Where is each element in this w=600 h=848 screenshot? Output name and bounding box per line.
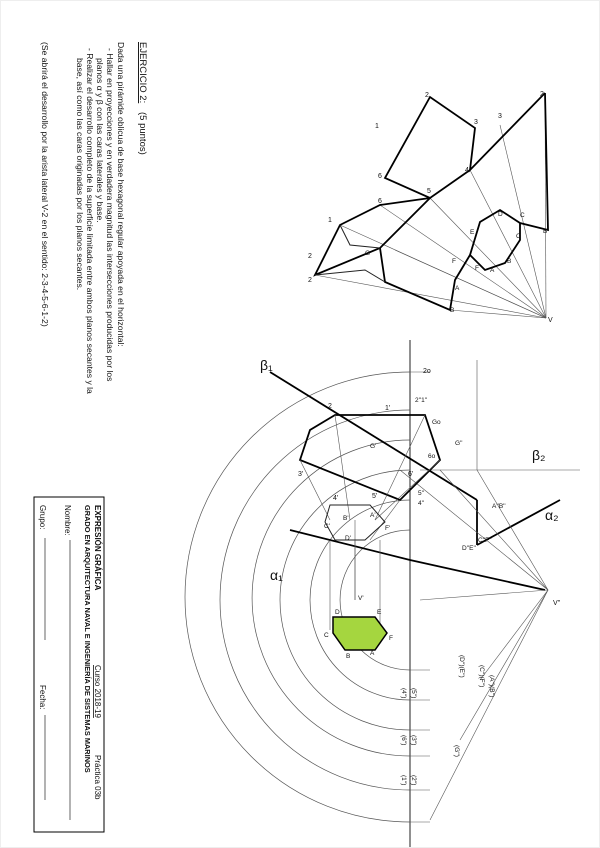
exercise-title: EJERCICIO 2: <box>137 42 148 103</box>
svg-text:B: B <box>507 258 511 265</box>
svg-text:6: 6 <box>378 173 382 180</box>
svg-text:V': V' <box>358 595 364 602</box>
svg-text:(5''): (5'') <box>410 688 417 698</box>
svg-text:(D'')(E''): (D'')(E'') <box>458 655 465 678</box>
title-block-text: EXPRESIÓN GRÁFICA Curso 2018-19 Práctica… <box>38 505 102 800</box>
item-2a: - Realizar el desarrollo completo de la … <box>85 48 95 394</box>
alpha1-label: α₁ <box>270 567 283 583</box>
svg-text:B: B <box>346 653 350 660</box>
svg-text:G': G' <box>370 443 376 450</box>
svg-text:6: 6 <box>378 198 382 205</box>
exercise-points: (5 puntos) <box>137 112 148 155</box>
svg-text:2: 2 <box>308 277 312 284</box>
base-section-fill <box>332 616 388 651</box>
svg-text:6o: 6o <box>428 453 436 460</box>
svg-text:5'': 5'' <box>418 490 424 497</box>
title-course: Curso 2018-19 <box>93 665 102 718</box>
svg-text:B: B <box>450 307 454 314</box>
svg-text:A: A <box>370 650 375 657</box>
svg-text:(1''): (1'') <box>400 775 407 785</box>
alpha2-label: α₂ <box>545 507 559 523</box>
svg-text:1: 1 <box>328 217 332 224</box>
beta1-label: β₁ <box>260 357 273 373</box>
group-label: Grupo: <box>38 505 47 529</box>
item-1a: - Hallar en proyecciones y en verdadera … <box>105 48 115 381</box>
svg-text:A: A <box>490 267 495 274</box>
svg-text:2: 2 <box>328 403 332 410</box>
svg-text:2o: 2o <box>423 368 431 375</box>
svg-text:2: 2 <box>540 91 544 98</box>
svg-text:1: 1 <box>375 123 379 130</box>
svg-text:E: E <box>470 229 475 236</box>
svg-text:F: F <box>389 635 393 642</box>
svg-text:D''E'': D''E'' <box>462 545 476 552</box>
svg-text:(2''): (2'') <box>410 775 417 785</box>
statement-text: Dada una pirámide oblicua de base hexago… <box>116 42 126 347</box>
svg-text:3': 3' <box>298 471 303 478</box>
exercise-statement: EJERCICIO 2: (5 puntos) Dada una pirámid… <box>40 42 148 394</box>
svg-text:A: A <box>455 285 460 292</box>
svg-text:B': B' <box>343 515 349 522</box>
svg-text:5': 5' <box>372 493 377 500</box>
title-block <box>33 496 105 833</box>
svg-text:(C'')(F''): (C'')(F'') <box>478 665 485 687</box>
item-2b: base, así como las caras originadas por … <box>75 58 85 290</box>
svg-text:2''1'': 2''1'' <box>415 397 427 404</box>
svg-text:G: G <box>365 250 370 257</box>
development-drawing: 2 3 3 2 1 6 5 4 6 1 2 2 G D C E C B A F … <box>308 91 553 324</box>
svg-text:(6''): (6'') <box>400 735 407 745</box>
svg-text:C': C' <box>324 523 330 530</box>
svg-text:(4''): (4'') <box>400 688 407 698</box>
svg-text:A''B'': A''B'' <box>492 503 506 510</box>
svg-text:F': F' <box>385 525 390 532</box>
svg-text:C: C <box>516 233 521 240</box>
svg-text:C: C <box>324 632 329 639</box>
svg-text:(3''): (3'') <box>410 735 417 745</box>
title-line1: EXPRESIÓN GRÁFICA <box>93 505 102 591</box>
svg-text:4'': 4'' <box>418 500 424 507</box>
svg-text:(A'')(B''): (A'')(B'') <box>488 675 495 697</box>
svg-text:F: F <box>475 265 479 272</box>
svg-text:3: 3 <box>498 113 502 120</box>
date-label: Fecha: <box>38 685 47 709</box>
note-text: (Se abrirá el desarrollo por la arista l… <box>40 42 50 327</box>
svg-text:4: 4 <box>465 167 469 174</box>
svg-text:2: 2 <box>308 253 312 260</box>
svg-text:B: B <box>543 228 547 235</box>
svg-text:V'': V'' <box>553 600 560 607</box>
svg-text:3: 3 <box>474 119 478 126</box>
svg-text:F: F <box>452 258 456 265</box>
title-practice: Práctica 03b <box>93 755 102 800</box>
svg-text:G'': G'' <box>455 440 463 447</box>
svg-text:C: C <box>520 212 525 219</box>
svg-text:C''F'': C''F'' <box>478 537 492 544</box>
svg-text:D': D' <box>345 535 351 542</box>
projections-drawing: β₁ β₂ α₁ α₂ 2 1' 3' 4' 5' 6' 2o Go G'' 6… <box>184 340 580 848</box>
svg-text:2: 2 <box>425 92 429 99</box>
svg-text:D: D <box>498 211 503 218</box>
svg-text:E: E <box>377 609 382 616</box>
title-line2: GRADO EN ARQUITECTURA NAVAL E INGENIERÍA… <box>83 505 92 773</box>
svg-text:D: D <box>335 609 340 616</box>
svg-text:6': 6' <box>408 471 413 478</box>
svg-text:A': A' <box>370 512 376 519</box>
beta2-label: β₂ <box>532 447 546 463</box>
item-1b: planos α y β con las caras laterales y b… <box>95 58 105 223</box>
name-label: Nombre: <box>63 505 72 536</box>
svg-text:V: V <box>548 317 553 324</box>
svg-text:4': 4' <box>333 495 338 502</box>
svg-text:1': 1' <box>385 405 390 412</box>
svg-text:Go: Go <box>432 419 441 426</box>
svg-text:5: 5 <box>427 188 431 195</box>
svg-text:(G''): (G'') <box>453 745 460 757</box>
